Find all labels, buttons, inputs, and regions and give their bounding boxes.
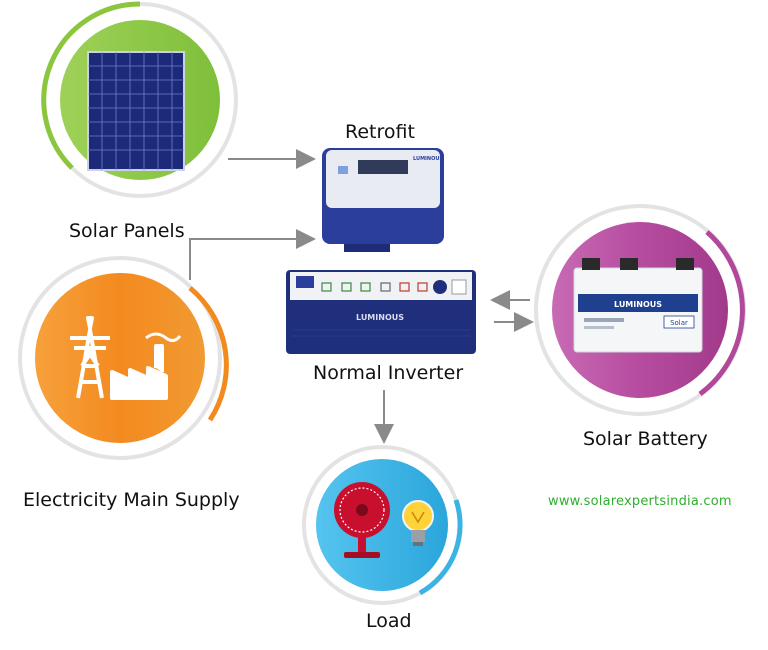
electricity-main-supply-label: Electricity Main Supply bbox=[23, 489, 240, 511]
battery-solar-badge: Solar bbox=[670, 319, 688, 327]
retrofit-unit-icon: LUMINOUS bbox=[322, 148, 444, 252]
battery-brand-logo: LUMINOUS bbox=[614, 300, 662, 309]
load-node bbox=[302, 445, 463, 605]
inverter-unit-icon: LUMINOUS bbox=[286, 270, 476, 354]
website-link[interactable]: www.solarexpertsindia.com bbox=[548, 494, 732, 509]
solar-panels-node bbox=[41, 1, 238, 198]
fan-icon bbox=[334, 482, 390, 558]
solar-panels-label: Solar Panels bbox=[69, 220, 185, 242]
battery-icon: LUMINOUS Solar bbox=[573, 258, 703, 353]
inverter-brand-logo: LUMINOUS bbox=[356, 313, 404, 322]
electricity-main-supply-node bbox=[18, 256, 229, 460]
svg-text:LUMINOUS: LUMINOUS bbox=[413, 156, 443, 162]
arrow-mains-to-retrofit bbox=[189, 229, 316, 280]
solar-battery-label: Solar Battery bbox=[583, 428, 708, 450]
power-plant-icon bbox=[70, 316, 182, 400]
bulb-icon bbox=[402, 500, 434, 546]
retrofit-label: Retrofit bbox=[345, 121, 415, 143]
solar-battery-node: LUMINOUS Solar bbox=[534, 204, 746, 416]
load-label: Load bbox=[366, 610, 412, 632]
connectors bbox=[189, 149, 534, 444]
solar-panel-icon bbox=[87, 51, 185, 171]
normal-inverter-label: Normal Inverter bbox=[313, 362, 464, 384]
